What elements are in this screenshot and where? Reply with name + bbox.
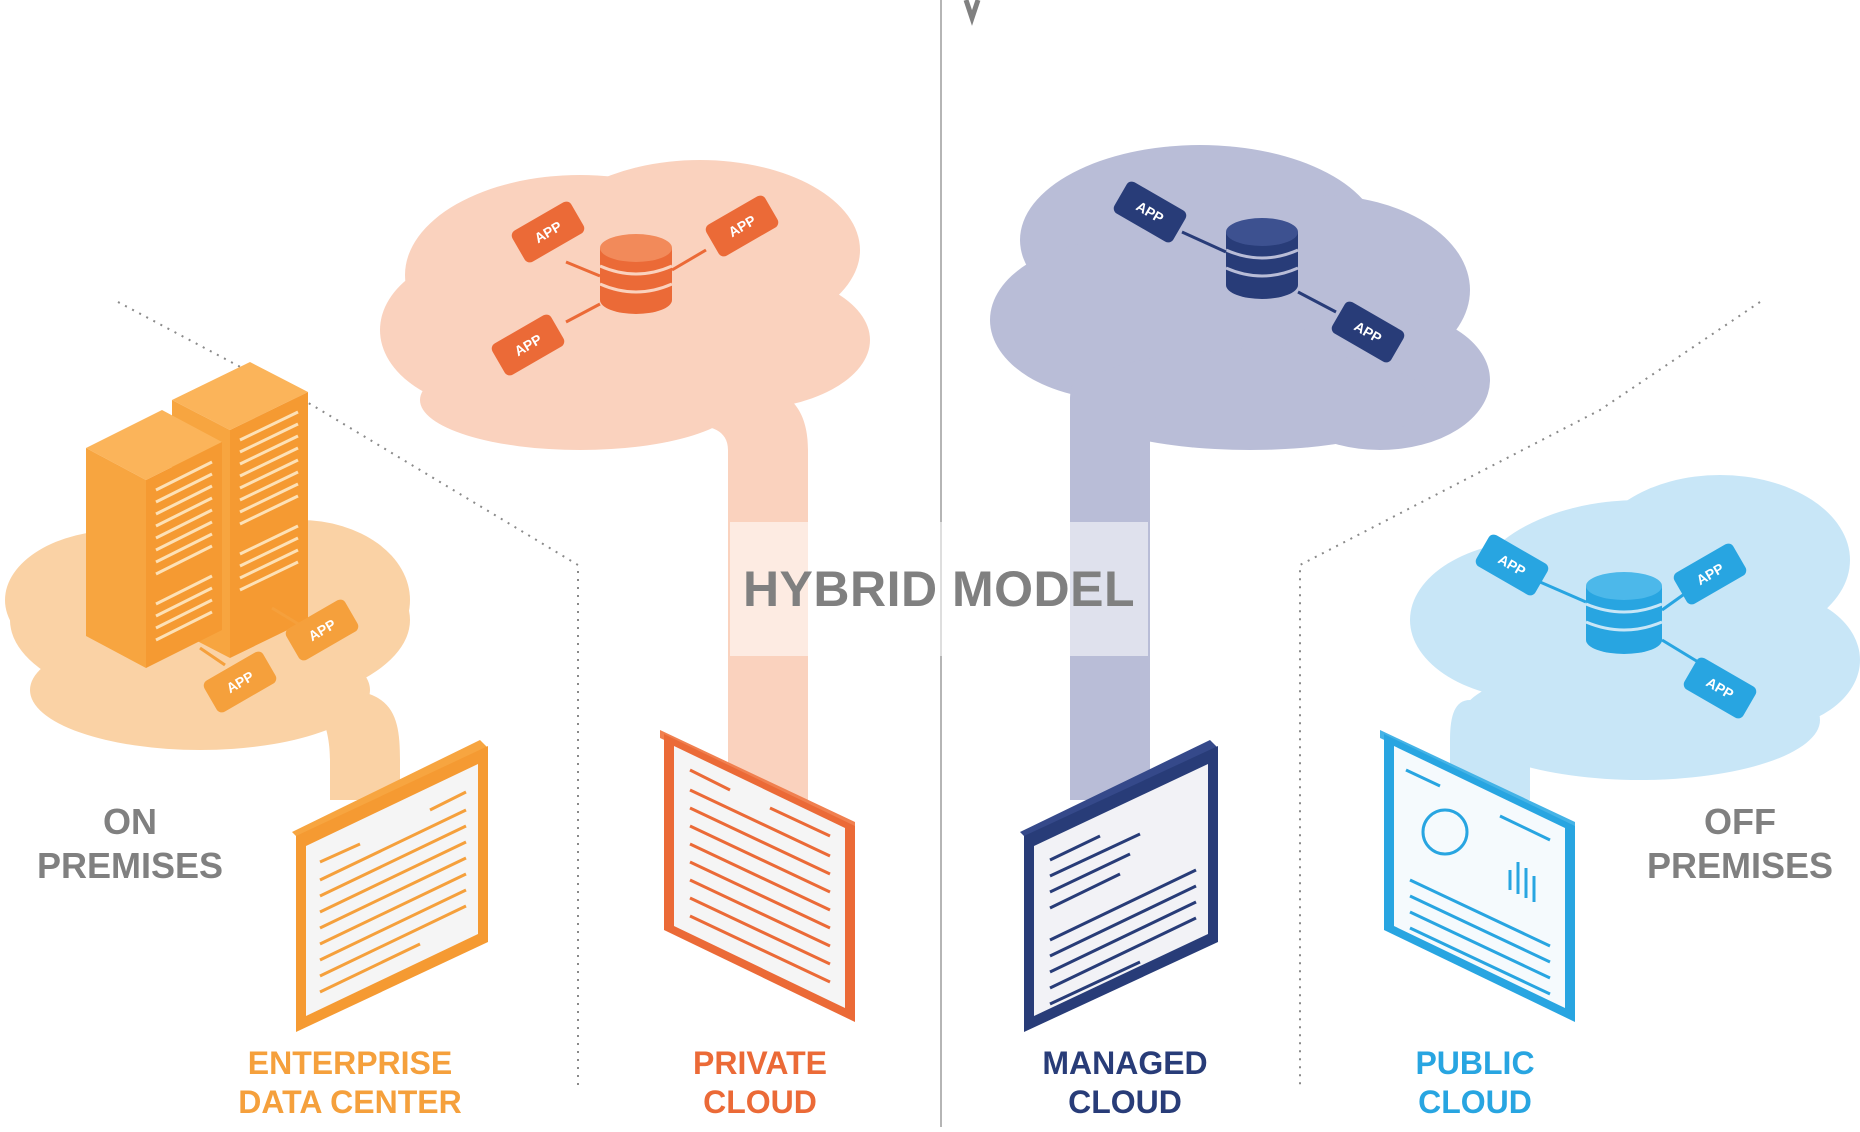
managed-links — [1181, 230, 1337, 314]
enterprise-links — [199, 606, 301, 667]
on-premises-line1: ON — [103, 801, 157, 842]
managed-monitor — [1020, 740, 1218, 1032]
app-badge: APP — [203, 651, 277, 713]
managed-cloud-label: MANAGED CLOUD — [1020, 1044, 1230, 1122]
private-cloud-label: PRIVATE CLOUD — [660, 1044, 860, 1122]
app-badge: APP — [1331, 301, 1405, 363]
app-badges: APP APP APP APP APP APP APP APP — [203, 181, 1757, 719]
app-badge: APP — [1673, 543, 1747, 605]
enterprise-data-center-label: ENTERPRISE DATA CENTER — [210, 1044, 490, 1122]
on-premises-separator — [117, 301, 579, 1090]
off-premises-line1: OFF — [1704, 801, 1776, 842]
private-database-icon — [599, 234, 673, 314]
app-badge: APP — [1683, 657, 1757, 719]
enterprise-line1: ENTERPRISE — [247, 1045, 453, 1081]
enterprise-line2: DATA CENTER — [238, 1084, 462, 1121]
public-database-icon — [1585, 572, 1663, 654]
app-badge: APP — [1113, 181, 1187, 243]
public-line2: CLOUD — [1418, 1084, 1532, 1121]
server-rack-icon — [86, 362, 308, 668]
public-monitor — [1380, 730, 1575, 1022]
on-premises-line2: PREMISES — [36, 844, 224, 886]
app-badge: APP — [491, 314, 565, 376]
public-line1: PUBLIC — [1415, 1045, 1535, 1081]
enterprise-monitor — [292, 740, 488, 1032]
managed-line2: CLOUD — [1068, 1084, 1182, 1121]
on-premises-label: ON PREMISES — [20, 800, 240, 888]
off-premises-separator — [1299, 301, 1761, 1090]
private-links — [565, 248, 707, 324]
managed-database-icon — [1225, 218, 1299, 299]
app-badge: APP — [705, 195, 779, 257]
managed-line1: MANAGED — [1042, 1045, 1208, 1081]
off-premises-label: OFF PREMISES — [1630, 800, 1850, 888]
public-cloud-label: PUBLIC CLOUD — [1380, 1044, 1570, 1122]
title-fragment — [963, 0, 981, 26]
hybrid-model-label: HYBRID MODEL — [730, 522, 1148, 656]
app-badge: APP — [511, 201, 585, 263]
private-monitor — [660, 730, 855, 1022]
app-badge: APP — [1475, 534, 1549, 596]
off-premises-line2: PREMISES — [1646, 844, 1834, 886]
private-line1: PRIVATE — [693, 1045, 827, 1081]
private-line2: CLOUD — [703, 1084, 817, 1121]
app-badge: APP — [285, 599, 359, 661]
